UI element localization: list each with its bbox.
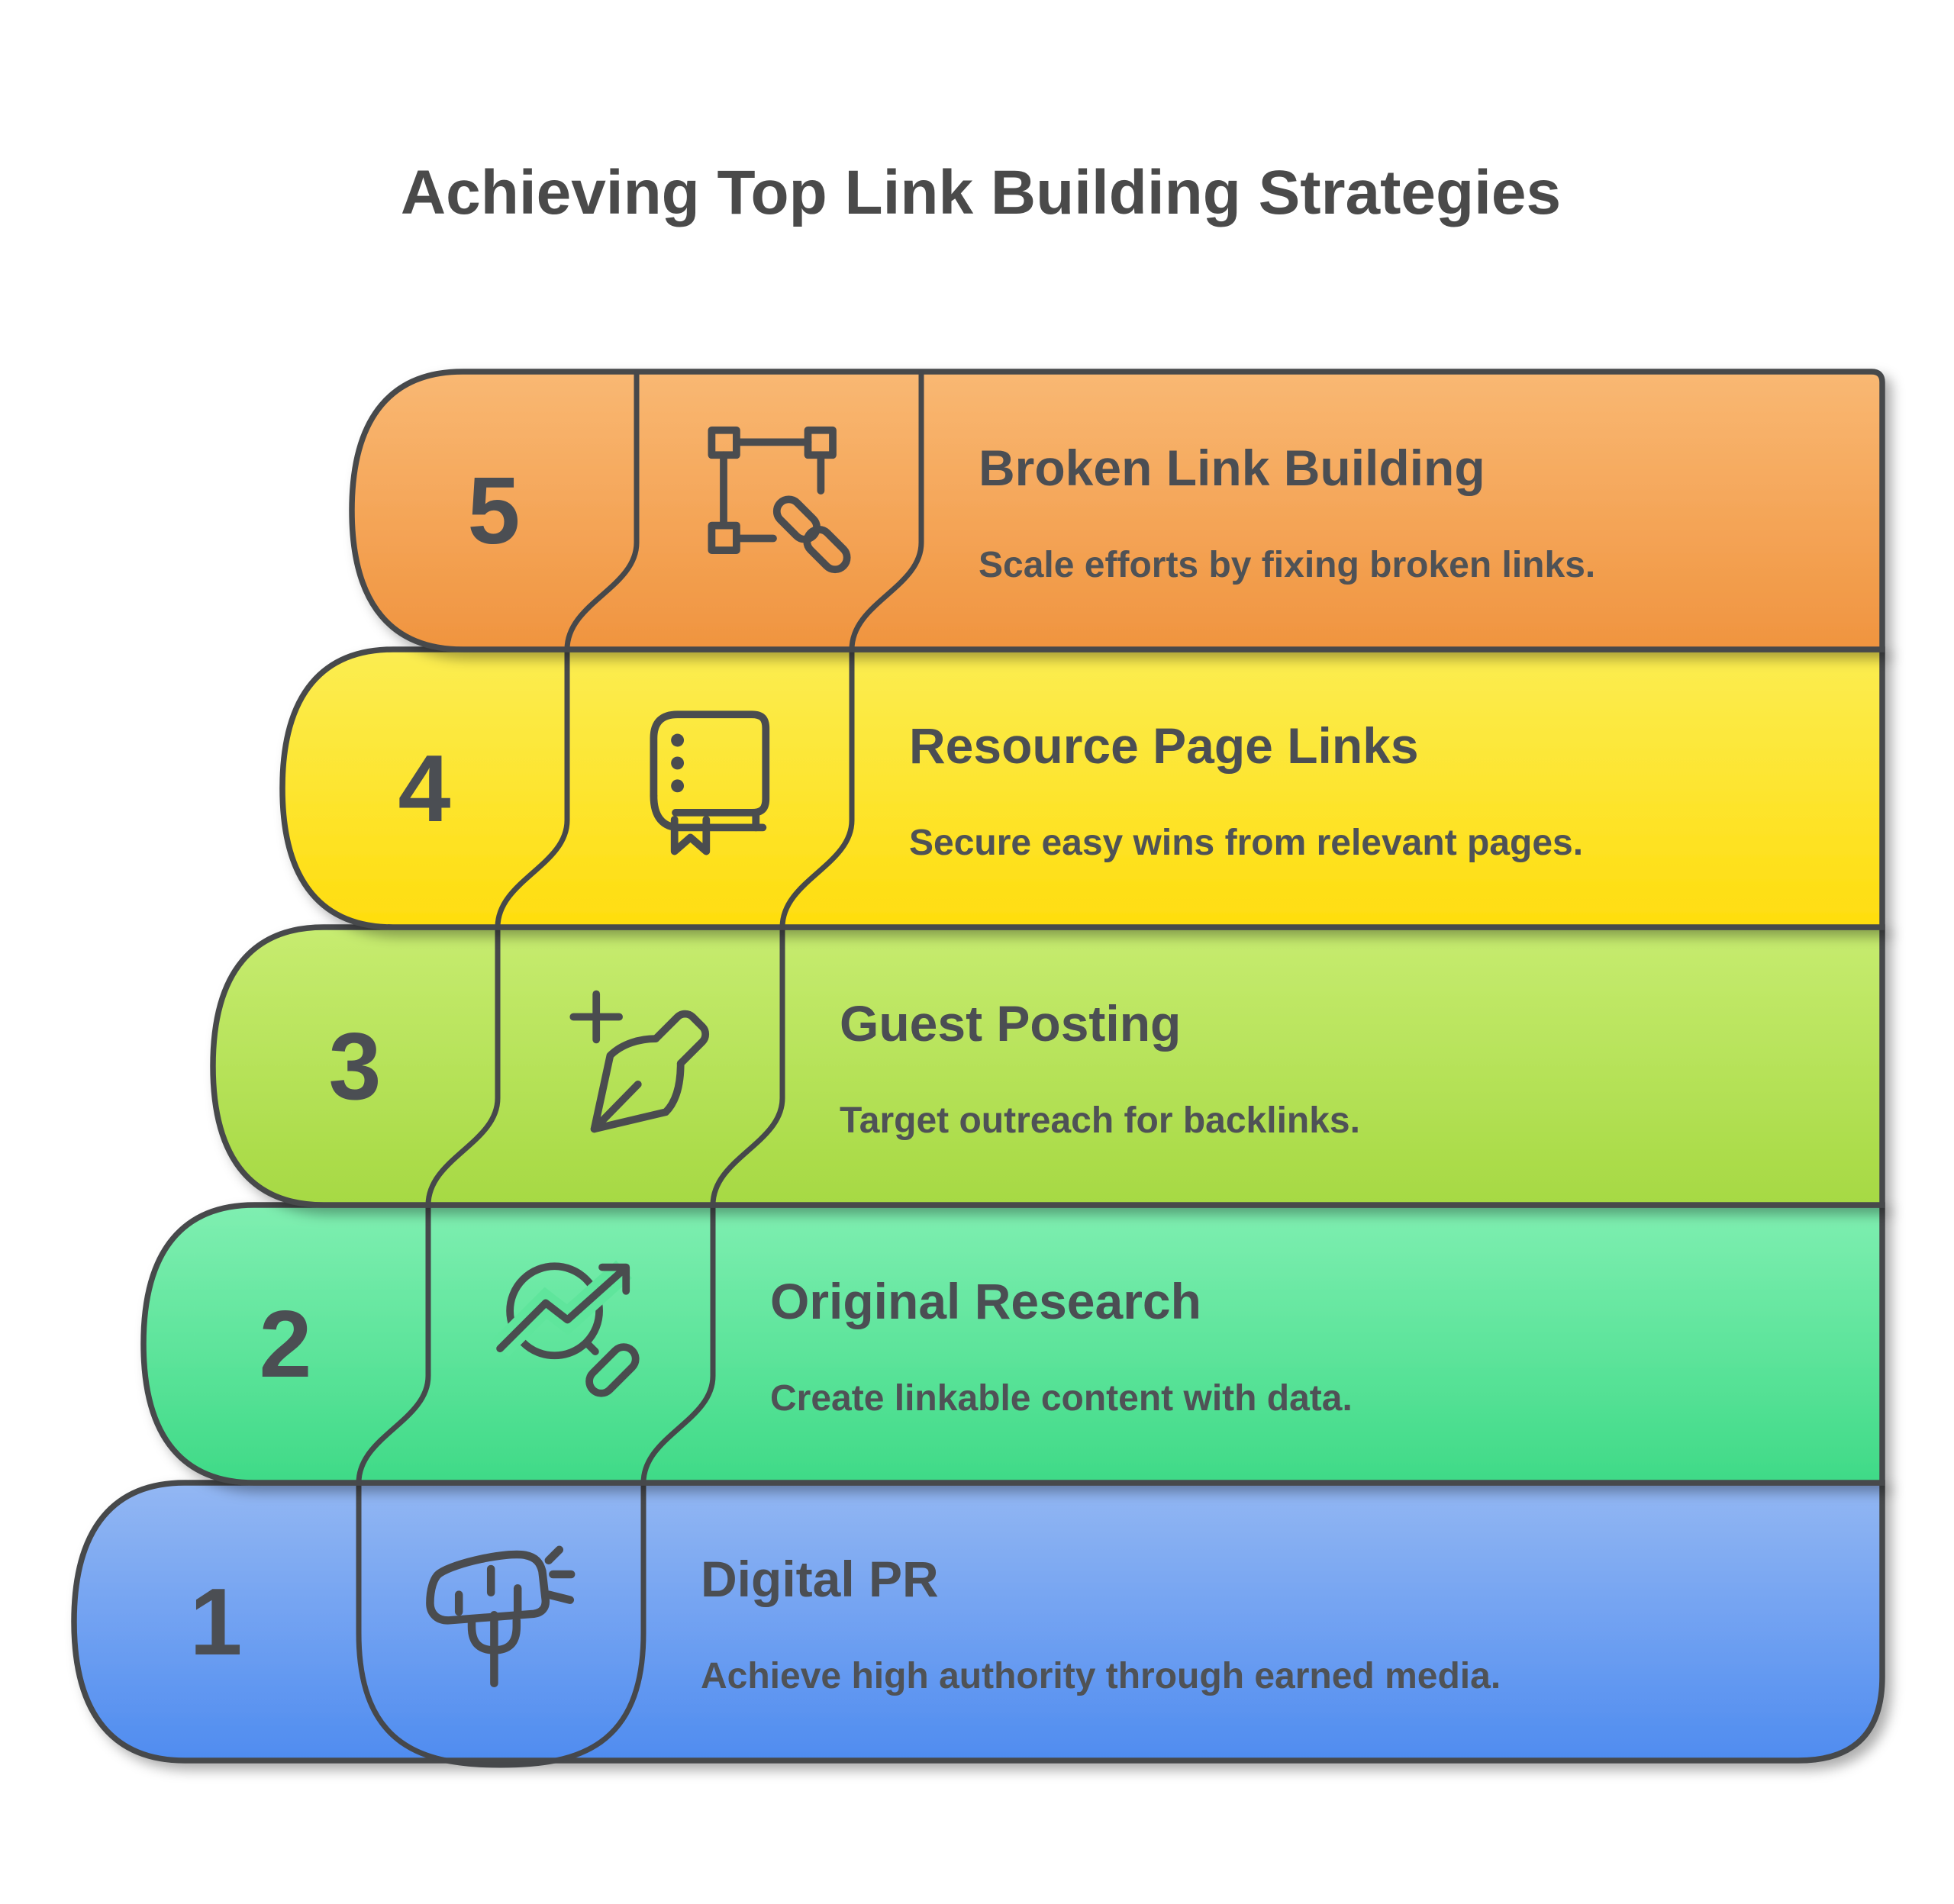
row-2-divider-2 [640,1202,716,1486]
row-4-number: 4 [398,736,451,842]
row-4-description: Secure easy wins from relevant pages. [909,823,1583,863]
row-3-divider-2 [710,924,785,1208]
row-2-description: Create linkable content with data. [770,1378,1353,1419]
megaphone-icon [426,1545,576,1688]
row-1-description: Achieve high authority through earned me… [701,1656,1501,1696]
row-4-bar [279,646,1885,930]
row-3-description: Target outreach for backlinks. [840,1100,1360,1141]
magnifier-trend-icon [492,1260,640,1397]
crop-link-icon [708,426,851,574]
row-4-divider-1 [495,646,570,930]
strategy-row-1: 1 Digital PR Achieve high authority thro… [71,1480,1885,1768]
row-3-number: 3 [329,1014,382,1120]
row-2-title: Original Research [770,1273,1201,1329]
pen-plus-icon [569,990,710,1133]
row-5-divider-1 [564,369,640,652]
row-5-bar [349,369,1885,652]
row-2-number: 2 [260,1292,312,1397]
row-5-number: 5 [468,459,521,564]
row-3-bar [210,924,1885,1208]
row-1-icon-panel-divider [356,1480,646,1768]
row-1-number: 1 [190,1570,243,1675]
page-title: Achieving Top Link Building Strategies [401,158,1561,227]
row-1-title: Digital PR [701,1551,939,1607]
row-5-description: Scale efforts by fixing broken links. [979,545,1595,585]
row-1-bar [71,1480,1885,1764]
row-4-divider-2 [779,646,855,930]
strategy-row-2: 2 Original Research Create linkable cont… [140,1202,1885,1486]
row-5-title: Broken Link Building [979,440,1485,496]
row-4-title: Resource Page Links [909,717,1419,774]
row-3-title: Guest Posting [840,995,1181,1052]
strategy-row-4: 4 Resource Page Links Secure easy wins f… [279,646,1885,930]
row-2-divider-1 [356,1202,431,1486]
row-5-divider-2 [849,369,924,652]
strategy-row-5: 5 Broken Link Building Scale efforts by … [349,369,1885,652]
row-2-bar [140,1202,1885,1486]
strategy-row-3: 3 Guest Posting Target outreach for back… [210,924,1885,1208]
book-bookmark-icon [650,710,770,855]
row-3-divider-1 [425,924,501,1208]
